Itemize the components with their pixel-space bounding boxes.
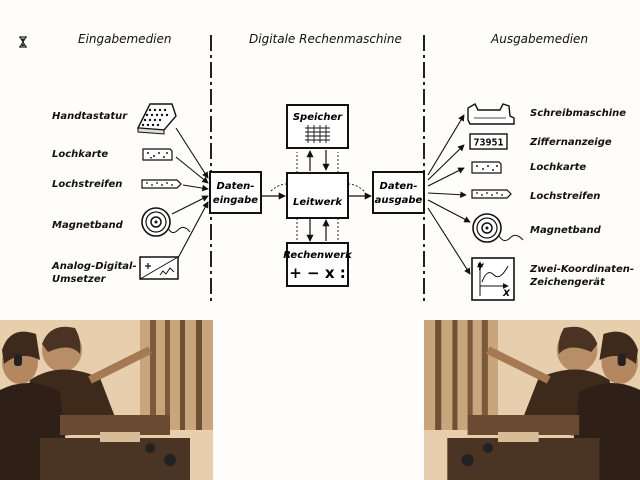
output-punch-card-icon [471, 161, 502, 174]
digit-display-value: 73951 [473, 138, 503, 149]
alu-unit: Rechenwerk + − x : [283, 242, 353, 287]
header-output-media: Ausgabemedien [491, 32, 589, 46]
alu-operations: + − x : [289, 264, 345, 282]
typewriter-icon [467, 103, 515, 125]
data-input-label-2: eingabe [213, 195, 258, 206]
tape-reel-icon [141, 207, 191, 237]
digit-display-icon: 73951 [469, 133, 508, 150]
punch-card-icon [142, 148, 173, 161]
punched-tape-icon [141, 179, 182, 189]
plotter-icon: Y X [471, 257, 515, 301]
output-label-punched-tape: Lochstreifen [530, 191, 601, 202]
output-label-magnetic-tape: Magnetband [530, 225, 601, 236]
memory-label: Speicher [293, 112, 343, 123]
computer-block-diagram: Daten- eingabe Speicher Leitwerk Rechenw… [136, 35, 524, 302]
output-label-plotter-line2: Zeichengerät [530, 277, 605, 288]
output-label-punch-card: Lochkarte [530, 162, 587, 173]
output-label-typewriter: Schreibmaschine [530, 108, 627, 119]
control-unit: Leitwerk [286, 172, 349, 219]
internal-data-flow [262, 150, 372, 242]
data-output-label-2: ausgabe [375, 195, 423, 206]
data-input-label-1: Daten- [217, 181, 255, 192]
operators-photo-left [0, 320, 213, 480]
core-memory-icon [305, 125, 330, 143]
plotter-axis-x: X [502, 289, 511, 299]
input-label-adc: Analog-Digital- Umsetzer [52, 260, 137, 286]
data-input-unit: Daten- eingabe [209, 171, 262, 214]
output-label-plotter-line1: Zwei-Koordinaten- [530, 264, 635, 275]
alu-label: Rechenwerk [283, 250, 353, 261]
data-output-unit: Daten- ausgabe [372, 171, 425, 214]
output-punched-tape-icon [471, 189, 512, 199]
plotter-axis-y: Y [477, 263, 485, 273]
input-label-punch-card: Lochkarte [52, 149, 109, 160]
input-label-adc-line1: Analog-Digital- [52, 261, 137, 272]
input-label-punched-tape: Lochstreifen [52, 179, 123, 190]
input-label-keyboard: Handtastatur [52, 111, 128, 122]
memory-unit: Speicher [286, 104, 349, 149]
adc-icon [139, 256, 179, 280]
keyboard-icon [136, 103, 177, 135]
output-label-plotter: Zwei-Koordinaten- Zeichengerät [530, 263, 634, 289]
hourglass-icon [18, 33, 28, 48]
control-signal-lines [269, 152, 366, 241]
data-output-label-1: Daten- [380, 181, 418, 192]
input-arrows [171, 127, 209, 259]
input-label-adc-line2: Umsetzer [52, 274, 106, 285]
output-label-digit-display: Ziffernanzeige [530, 137, 612, 148]
header-computer: Digitale Rechenmaschine [249, 32, 402, 46]
header-input-media: Eingabemedien [78, 32, 172, 46]
output-tape-reel-icon [472, 213, 524, 243]
control-unit-label: Leitwerk [293, 197, 343, 208]
output-arrows [427, 114, 471, 275]
input-label-magnetic-tape: Magnetband [52, 220, 123, 231]
operators-photo-right [424, 320, 640, 480]
